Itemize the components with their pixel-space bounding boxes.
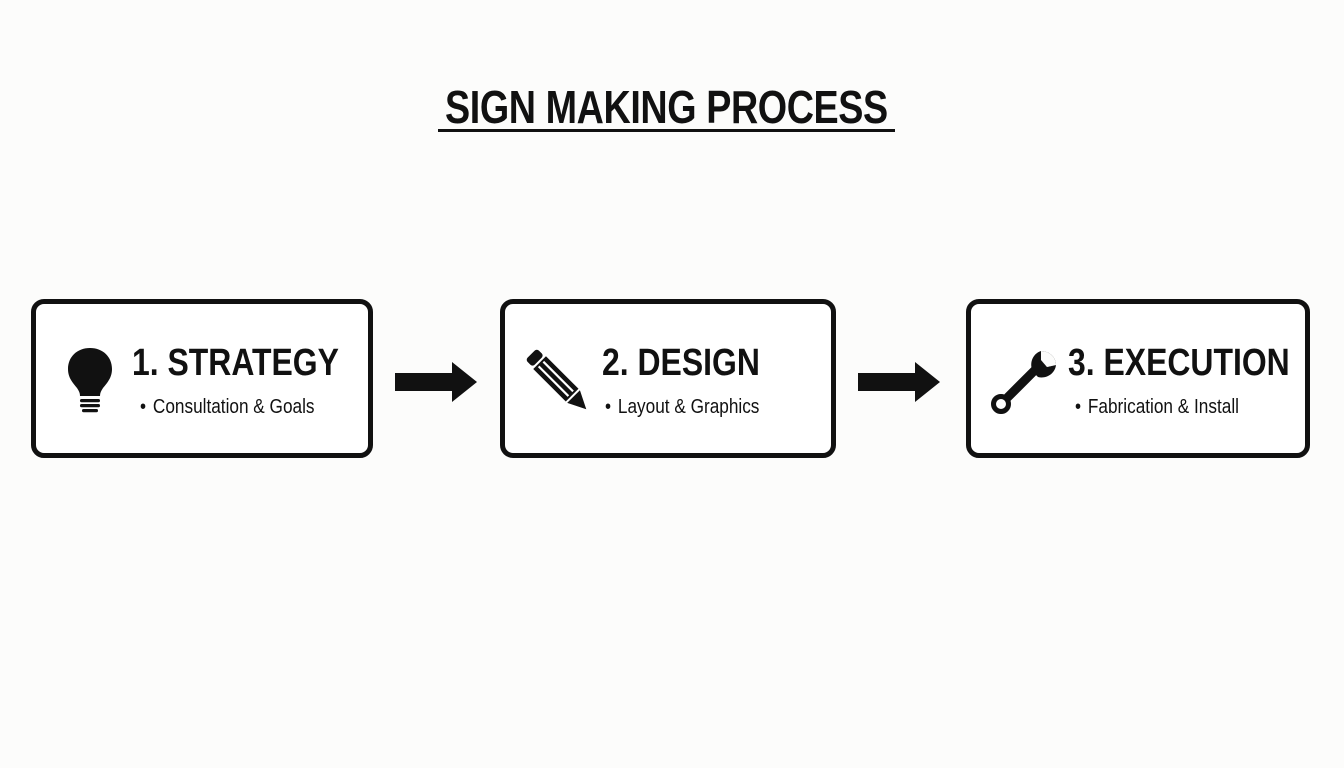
arrow-right-icon [395,362,477,402]
step-card-strategy: 1. STRATEGY •Consultation & Goals [31,299,373,458]
bullet-marker: • [1075,396,1082,418]
lightbulb-icon [68,348,112,413]
wrench-icon [991,351,1056,414]
pencil-icon [526,349,587,410]
step-heading: 3. EXECUTION [1068,342,1290,384]
step-detail-text: Consultation & Goals [152,396,315,418]
step-heading: 1. STRATEGY [132,342,339,384]
bullet-marker: • [140,396,147,418]
step-detail-item: •Fabrication & Install [1075,395,1239,419]
step-detail-item: •Consultation & Goals [140,395,314,419]
step-card-execution: 3. EXECUTION •Fabrication & Install [966,299,1310,458]
step-detail-item: •Layout & Graphics [605,395,759,419]
step-detail-text: Fabrication & Install [1087,396,1239,418]
diagram-title: SIGN MAKING PROCESS [444,81,888,133]
step-heading: 2. DESIGN [602,342,760,384]
step-card-design: 2. DESIGN •Layout & Graphics [500,299,836,458]
step-detail-text: Layout & Graphics [617,396,760,418]
arrow-right-icon [858,362,940,402]
title-underline [438,129,895,132]
bullet-marker: • [605,396,612,418]
